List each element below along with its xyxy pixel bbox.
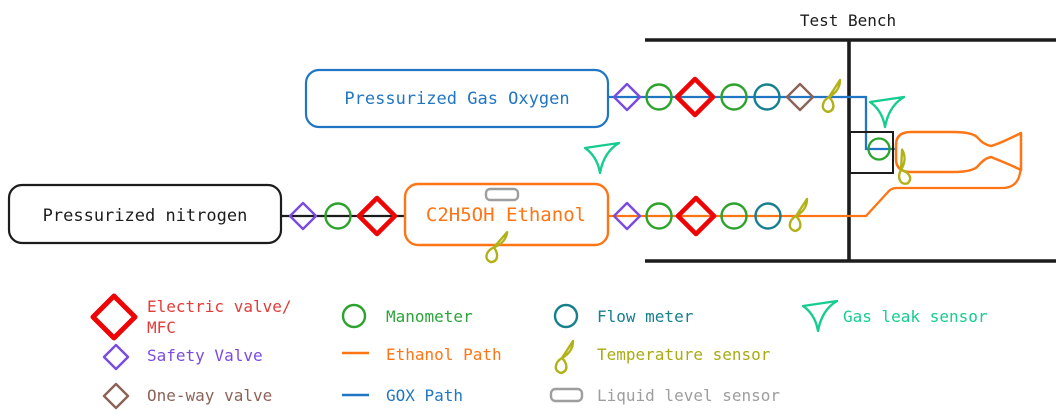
legend-liquid-level-sensor-icon	[549, 387, 584, 403]
gas-leak-sensor-mid	[583, 141, 621, 175]
ethanol-tank-label: C2H5OH Ethanol	[426, 204, 586, 226]
legend-ethanol-path-label: Ethanol Path	[386, 345, 502, 364]
temperature-sensor-gox	[821, 78, 842, 114]
manometer-nitrogen	[324, 202, 352, 230]
nitrogen-tank-box	[7, 183, 283, 245]
legend-flow-meter-icon	[553, 303, 579, 329]
oxygen-tank-label: Pressurized Gas Oxygen	[344, 89, 569, 109]
legend-liquid-level-sensor-label: Liquid level sensor	[597, 386, 780, 405]
manometer-gox-1	[645, 83, 673, 111]
rocket-engine-outline	[894, 130, 1023, 174]
safety-valve-nitrogen	[288, 201, 318, 231]
manometer-engine	[867, 137, 891, 161]
legend-manometer-label: Manometer	[386, 307, 473, 326]
flow-meter-ethanol	[754, 202, 782, 230]
legend-flow-meter-label: Flow meter	[597, 307, 694, 326]
manometer-gox-2	[720, 83, 748, 111]
legend-safety-valve-icon	[102, 343, 130, 371]
nitrogen-tank-label: Pressurized nitrogen	[43, 206, 248, 226]
legend-one-way-valve-icon	[102, 382, 130, 410]
legend-gas-leak-sensor-icon	[801, 299, 839, 333]
test-bench-label: Test Bench	[800, 11, 896, 30]
legend-manometer-icon	[341, 303, 367, 329]
electric-valve-nitrogen	[356, 195, 398, 237]
flow-meter-gox	[753, 83, 781, 111]
oxygen-tank-box	[304, 68, 610, 129]
one-way-valve-gox	[785, 82, 815, 112]
safety-valve-gox	[612, 82, 642, 112]
ethanol-path-line	[608, 168, 1023, 218]
gas-leak-sensor-bench	[868, 95, 906, 129]
ethanol-tank-box	[403, 182, 610, 247]
gox-path-line	[608, 95, 896, 151]
legend-electric-valve-label-line2: MFC	[147, 318, 176, 337]
temperature-sensor-ethanol-line	[788, 197, 809, 233]
temperature-sensor-engine	[898, 148, 912, 185]
electric-valve-gox	[674, 76, 716, 118]
legend-one-way-valve-label: One-way valve	[147, 386, 272, 405]
legend-electric-valve-label-line1: Electric valve/	[147, 297, 292, 316]
liquid-level-sensor-icon	[484, 187, 520, 202]
legend-safety-valve-label: Safety Valve	[147, 346, 263, 365]
injector-box	[849, 131, 894, 174]
legend-electric-valve-icon	[90, 293, 138, 341]
safety-valve-ethanol	[612, 201, 642, 231]
legend-temperature-sensor-label: Temperature sensor	[597, 345, 771, 364]
legend-gox-path-label: GOX Path	[386, 386, 463, 405]
manometer-ethanol-2	[720, 202, 748, 230]
legend-temperature-sensor-icon	[554, 339, 575, 375]
temperature-sensor-ethanol-tank	[485, 230, 509, 264]
manometer-ethanol-1	[645, 202, 673, 230]
electric-valve-ethanol	[675, 195, 717, 237]
legend-gas-leak-sensor-label: Gas leak sensor	[843, 307, 988, 326]
